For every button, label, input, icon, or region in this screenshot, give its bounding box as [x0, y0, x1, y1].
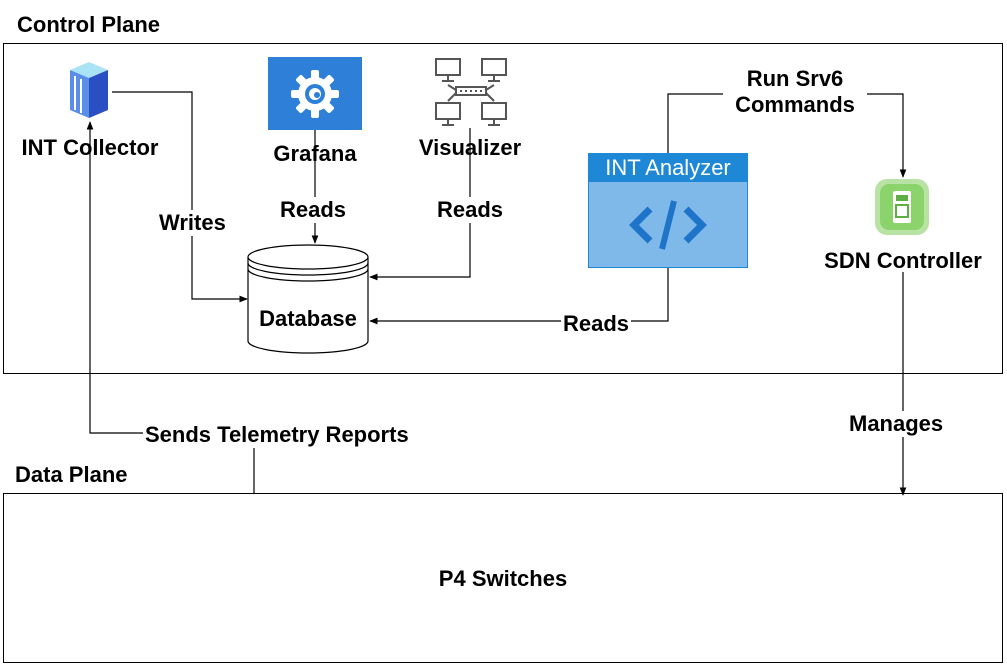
- writes-label: Writes: [157, 210, 228, 236]
- telemetry-label: Sends Telemetry Reports: [143, 422, 411, 448]
- data-plane-title: Data Plane: [15, 462, 128, 487]
- run-srv6-line1: Run Srv6: [746, 66, 844, 91]
- code-icon: [589, 182, 747, 267]
- control-plane-title: Control Plane: [17, 12, 161, 37]
- int-analyzer-label: INT Analyzer: [589, 154, 747, 182]
- data-plane-container: [3, 493, 1003, 663]
- run-srv6-line2: Commands: [735, 92, 855, 117]
- grafana-logo-icon: [268, 57, 362, 130]
- grafana-reads-label: Reads: [278, 197, 349, 223]
- database-label: Database: [259, 306, 357, 331]
- controller-device-icon: [873, 177, 931, 237]
- analyzer-reads-label: Reads: [561, 311, 632, 337]
- visualizer-label: Visualizer: [418, 135, 522, 160]
- network-topology-icon: [434, 57, 508, 127]
- int-analyzer-window: INT Analyzer: [588, 153, 748, 268]
- run-srv6-label: Run Srv6 Commands: [723, 66, 867, 118]
- server-rack-icon: [66, 60, 112, 120]
- database-cylinder-icon: [247, 243, 369, 355]
- int-collector-label: INT Collector: [21, 135, 159, 160]
- sdn-controller-label: SDN Controller: [824, 248, 982, 273]
- p4-switches-label: P4 Switches: [438, 566, 568, 591]
- visualizer-reads-label: Reads: [435, 197, 506, 223]
- manages-label: Manages: [847, 411, 946, 437]
- grafana-label: Grafana: [273, 141, 357, 166]
